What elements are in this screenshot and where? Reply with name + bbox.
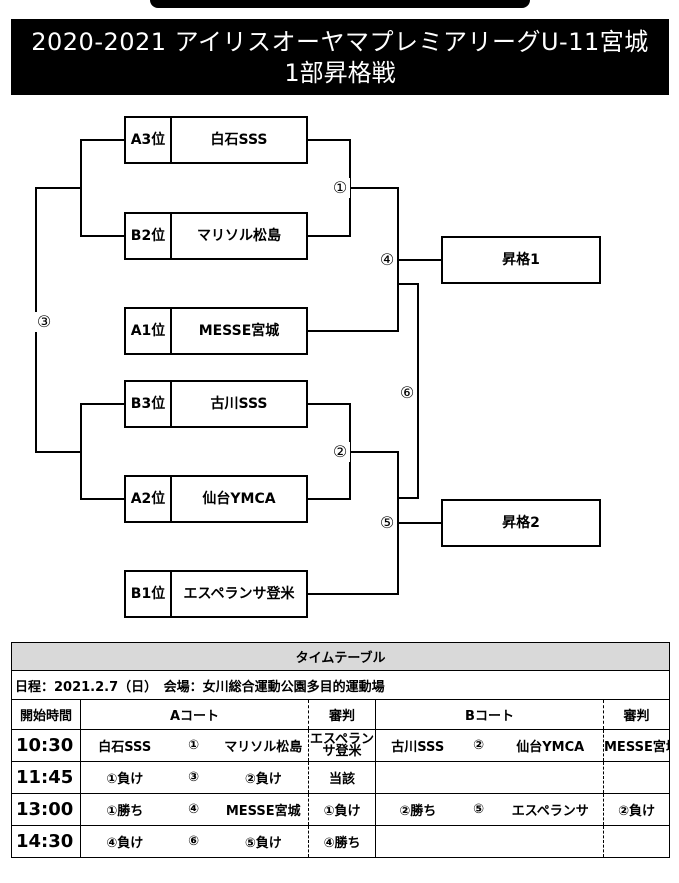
bracket-line <box>80 403 126 405</box>
event-info: 日程：2021.2.7（日） 会場：女川総合運動公園多目的運動場 <box>10 670 671 700</box>
b-court-referee <box>602 825 671 858</box>
match-number: ⑥ <box>397 383 417 403</box>
a-court-match: ⑥ <box>168 825 219 858</box>
bracket-line <box>397 283 419 285</box>
bracket-line <box>35 451 82 453</box>
b-court-away <box>497 761 604 794</box>
timetable-row: 11:45 ①負け ③ ②負け 当該 <box>11 761 671 794</box>
col-header-b-court: Bコート <box>375 699 604 730</box>
seed-team: 古川SSS <box>170 380 308 428</box>
seed-team: 白石SSS <box>170 116 308 164</box>
timetable-row: 14:30 ④負け ⑥ ⑤負け ④勝ち <box>11 825 671 858</box>
a-court-match: ④ <box>168 793 219 826</box>
seed-rank: A3位 <box>124 116 172 164</box>
seed-team: エスペランサ登米 <box>170 570 308 618</box>
timetable-row: 13:00 ①勝ち ④ MESSE宮城 ①負け ②勝ち ⑤ エスペランサ ②負け <box>11 793 671 826</box>
header-title: 2020-2021 アイリスオーヤマプレミアリーグU-11宮城 <box>31 28 649 56</box>
bracket-line <box>35 187 82 189</box>
bracket-line <box>397 259 443 261</box>
header-subtitle: 1部昇格戦 <box>284 59 396 87</box>
a-court-match: ③ <box>168 761 219 794</box>
b-court-referee: ②負け <box>602 793 671 826</box>
col-header-start-time: 開始時間 <box>11 699 81 730</box>
a-court-referee: エスペランサ登米 <box>308 729 376 762</box>
b-court-match: ⑤ <box>459 793 498 826</box>
bracket-line <box>80 498 126 500</box>
start-time: 11:45 <box>11 761 81 794</box>
bracket-line <box>80 235 126 237</box>
timetable-title: タイムテーブル <box>10 642 671 671</box>
bracket-line <box>307 139 351 141</box>
b-court-home <box>375 825 460 858</box>
col-header-a-court: Aコート <box>80 699 309 730</box>
bracket-line <box>349 187 399 189</box>
seed-rank: B2位 <box>124 212 172 260</box>
b-court-match <box>459 825 498 858</box>
a-court-referee: ④勝ち <box>308 825 376 858</box>
match-number: ④ <box>377 250 397 270</box>
promotion-slot-1: 昇格1 <box>441 236 601 284</box>
bracket-line <box>307 235 351 237</box>
timetable: タイムテーブル 日程：2021.2.7（日） 会場：女川総合運動公園多目的運動場… <box>10 642 671 858</box>
b-court-referee: MESSE宮城 <box>602 729 671 762</box>
bracket-line <box>307 498 351 500</box>
match-number: ③ <box>34 312 54 332</box>
page-header: 2020-2021 アイリスオーヤマプレミアリーグU-11宮城 1部昇格戦 <box>11 19 669 95</box>
b-court-home: 古川SSS <box>375 729 460 762</box>
col-header-referee-b: 審判 <box>602 699 671 730</box>
seed-team: マリソル松島 <box>170 212 308 260</box>
col-header-referee-a: 審判 <box>308 699 376 730</box>
a-court-home: ①負け <box>80 761 169 794</box>
match-number: ② <box>330 442 350 462</box>
bracket-line <box>397 522 443 524</box>
a-court-away: マリソル松島 <box>218 729 309 762</box>
seed-rank: B1位 <box>124 570 172 618</box>
a-court-home: ④負け <box>80 825 169 858</box>
a-court-away: ②負け <box>218 761 309 794</box>
seed-rank: A1位 <box>124 307 172 355</box>
b-court-match <box>459 761 498 794</box>
bracket-line <box>307 330 399 332</box>
bracket-line <box>80 139 126 141</box>
a-court-referee: 当該 <box>308 761 376 794</box>
a-court-away: MESSE宮城 <box>218 793 309 826</box>
a-court-match: ① <box>168 729 219 762</box>
seed-rank: B3位 <box>124 380 172 428</box>
seed-team: MESSE宮城 <box>170 307 308 355</box>
start-time: 13:00 <box>11 793 81 826</box>
tournament-bracket: A3位 白石SSS B2位 マリソル松島 A1位 MESSE宮城 B3位 古川S… <box>34 116 601 618</box>
a-court-referee: ①負け <box>308 793 376 826</box>
start-time: 10:30 <box>11 729 81 762</box>
a-court-away: ⑤負け <box>218 825 309 858</box>
match-number: ① <box>330 178 350 198</box>
timetable-row: 10:30 白石SSS ① マリソル松島 エスペランサ登米 古川SSS ② 仙台… <box>11 729 671 762</box>
a-court-home: 白石SSS <box>80 729 169 762</box>
b-court-away: エスペランサ <box>497 793 604 826</box>
start-time: 14:30 <box>11 825 81 858</box>
bracket-line <box>307 593 399 595</box>
promotion-slot-2: 昇格2 <box>441 499 601 547</box>
b-court-away: 仙台YMCA <box>497 729 604 762</box>
b-court-away <box>497 825 604 858</box>
seed-rank: A2位 <box>124 475 172 523</box>
top-logo-fragment <box>150 0 530 8</box>
b-court-match: ② <box>459 729 498 762</box>
seed-team: 仙台YMCA <box>170 475 308 523</box>
a-court-home: ①勝ち <box>80 793 169 826</box>
bracket-line <box>417 283 419 499</box>
b-court-home <box>375 761 460 794</box>
bracket-line <box>349 451 399 453</box>
match-number: ⑤ <box>377 513 397 533</box>
bracket-line <box>397 497 419 499</box>
b-court-referee <box>602 761 671 794</box>
bracket-line <box>307 403 351 405</box>
b-court-home: ②勝ち <box>375 793 460 826</box>
